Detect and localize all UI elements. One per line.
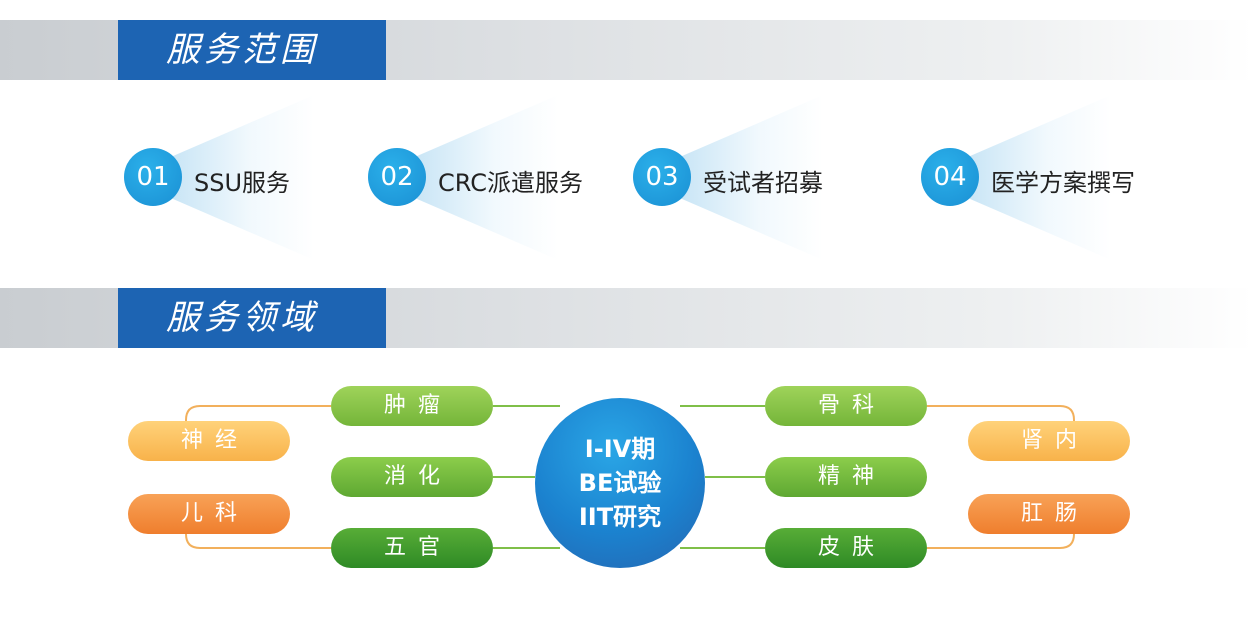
- service-label: 医学方案撰写: [991, 169, 1135, 197]
- center-hub: I-IV期 BE试验 IIT研究: [535, 398, 705, 568]
- section-band-domain: 服务领域: [0, 288, 1253, 348]
- domain-pill-neuro: 神经: [128, 421, 290, 461]
- domain-pill-oncology: 肿瘤: [331, 386, 493, 426]
- domain-pill-pediatrics: 儿科: [128, 494, 290, 534]
- service-number: 03: [633, 148, 691, 206]
- domain-pill-nephrology: 肾内: [968, 421, 1130, 461]
- service-label: 受试者招募: [703, 169, 823, 197]
- hub-line-3: IIT研究: [578, 503, 662, 531]
- domain-pill-dermatology: 皮肤: [765, 528, 927, 568]
- hub-line-2: BE试验: [578, 469, 662, 497]
- domain-pill-ent: 五官: [331, 528, 493, 568]
- domain-pill-proctology: 肛肠: [968, 494, 1130, 534]
- section-title-scope: 服务范围: [118, 20, 386, 80]
- domain-pill-psychiatry: 精神: [765, 457, 927, 497]
- section-band-scope: 服务范围: [0, 20, 1253, 80]
- service-label: SSU服务: [194, 169, 291, 197]
- service-number: 01: [124, 148, 182, 206]
- domain-pill-digestive: 消化: [331, 457, 493, 497]
- service-number: 04: [921, 148, 979, 206]
- service-number: 02: [368, 148, 426, 206]
- section-title-domain: 服务领域: [118, 288, 386, 348]
- service-label: CRC派遣服务: [438, 169, 583, 197]
- domain-pill-orthopedics: 骨科: [765, 386, 927, 426]
- hub-line-1: I-IV期: [584, 435, 656, 463]
